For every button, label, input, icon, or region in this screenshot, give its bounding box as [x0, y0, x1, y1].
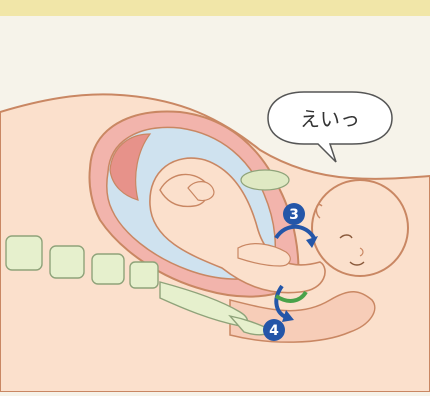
- speech-text: えいっ: [300, 107, 360, 131]
- speech-bubble: えいっ: [268, 92, 392, 162]
- bladder: [241, 170, 289, 190]
- top-band: [0, 0, 430, 16]
- baby-head: [312, 180, 408, 276]
- marker-4: 4: [263, 319, 285, 341]
- marker-3-number: 3: [289, 207, 299, 223]
- marker-3: 3: [283, 203, 305, 225]
- marker-4-number: 4: [269, 323, 279, 339]
